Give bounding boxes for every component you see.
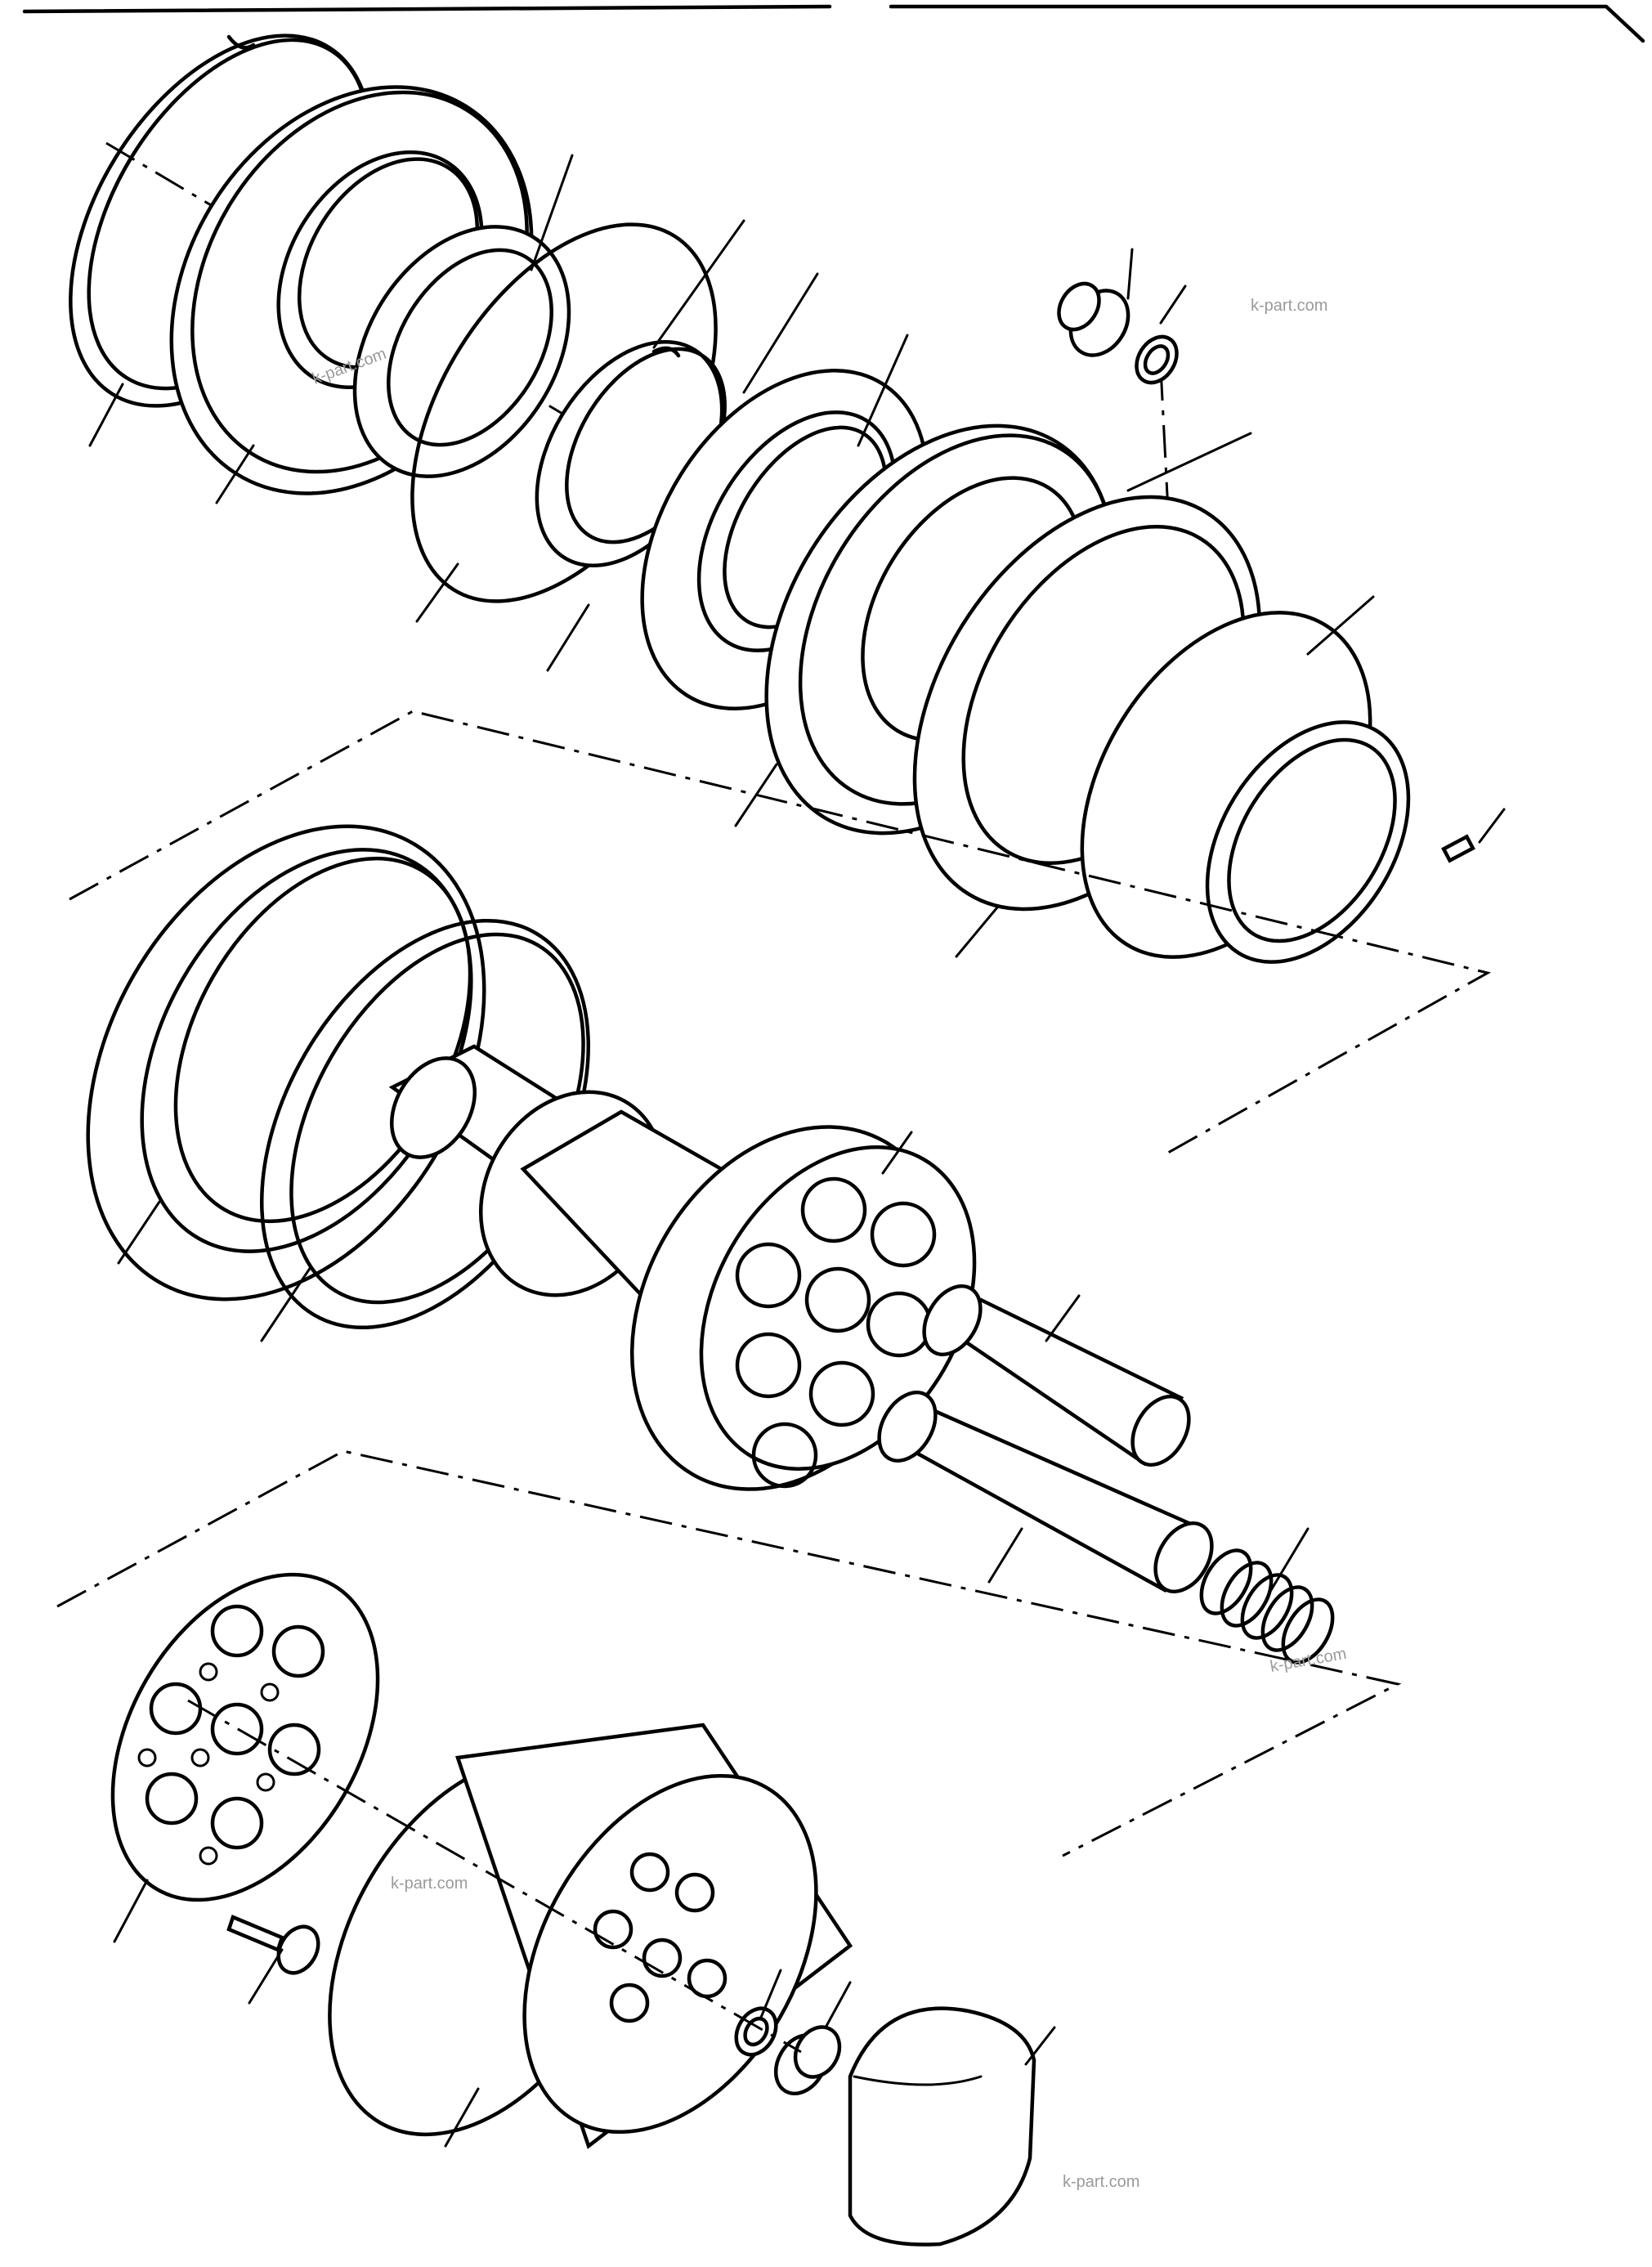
group-valve: [110, 1572, 1056, 2247]
spring-part: [1199, 1548, 1335, 1664]
bushing-part: [1057, 281, 1179, 385]
group-outline-1: [69, 710, 1492, 1158]
watermark-text: k-part.com: [1251, 297, 1327, 315]
group-outline-2: [56, 1449, 1402, 1857]
piston-part: [877, 1284, 1214, 1594]
piston-bores: [735, 1176, 937, 1489]
watermark-text: k-part.com: [1063, 2173, 1139, 2191]
screw-part: [226, 1914, 320, 1975]
leader-lines-valve: [113, 1879, 1056, 2148]
drive-shaft-part: [388, 1044, 739, 1303]
watermark-text: k-part.com: [391, 1875, 468, 1893]
flange-part: [629, 1125, 977, 1491]
frame-line: [22, 4, 1645, 43]
end-piece-part: [1080, 611, 1411, 964]
plug-part: [773, 2025, 842, 2096]
pin-part: [1441, 834, 1475, 863]
group-top-stack: [69, 34, 1506, 964]
cylinder-block-part: [328, 1723, 853, 2149]
oil-seal-part: [352, 225, 571, 478]
leader-lines-top: [88, 154, 1506, 958]
group-shaft: [86, 824, 1335, 1664]
cover-cap-part: [848, 2006, 1036, 2247]
leader-lines-shaft: [117, 1131, 1310, 1592]
valve-plate-part: [110, 1572, 380, 1902]
